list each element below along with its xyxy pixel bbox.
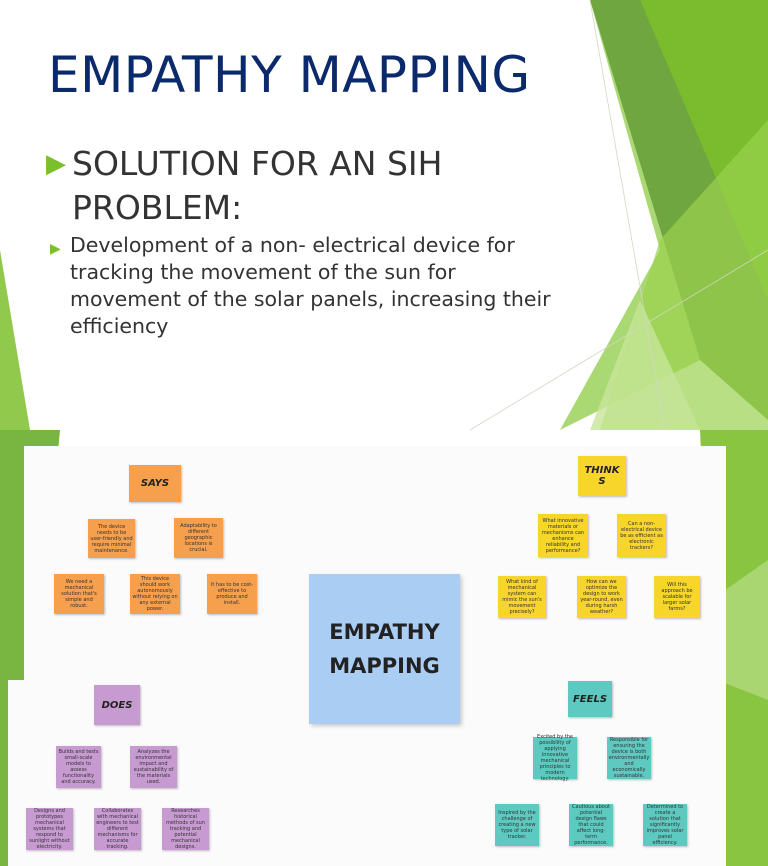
says-note: This device should work autonomously wit… — [130, 574, 180, 614]
slide-title: EMPATHY MAPPING — [48, 46, 531, 104]
thinks-note: What kind of mechanical system can mimic… — [498, 576, 546, 618]
bullet-description: ▶ Development of a non- electrical devic… — [50, 233, 551, 338]
thinks-note: Can a non-electrical device be as effici… — [617, 514, 666, 557]
feels-note: Excited by the possibility of applying i… — [533, 734, 577, 782]
says-note: We need a mechanical solution that's sim… — [54, 574, 104, 614]
feels-note: Determined to create a solution that sig… — [643, 804, 687, 846]
feels-note: Inspired by the challenge of creating a … — [495, 804, 539, 846]
does-header: DOES — [94, 685, 140, 725]
empathy-mapping-center-note: EMPATHY MAPPING — [309, 574, 460, 724]
says-header: SAYS — [129, 465, 181, 502]
feels-note: Responsible for ensuring the device is b… — [607, 737, 651, 779]
feels-header: FEELS — [568, 681, 612, 717]
thinks-note: What innovative materials or mechanisms … — [538, 514, 588, 557]
thinks-note: Will this approach be scalable for large… — [654, 576, 700, 618]
does-note: Collaborates with mechanical engineers t… — [94, 808, 141, 850]
thinks-note: How can we optimize the design to work y… — [577, 576, 626, 618]
does-note: Designs and prototypes mechanical system… — [26, 808, 73, 850]
says-note: It has to be cost-effective to produce a… — [207, 574, 257, 614]
says-note: Adaptability to different geographic loc… — [174, 518, 223, 558]
triangle-right-icon: ▶ — [46, 149, 66, 179]
does-note: Analyzes the environmental impact and su… — [130, 746, 177, 788]
triangle-right-icon: ▶ — [50, 241, 61, 257]
feels-note: Cautious about potential design flaws th… — [569, 804, 613, 846]
thinks-header: THINK S — [578, 456, 626, 496]
does-note: Builds and tests small-scale models to a… — [56, 746, 101, 788]
says-note: The device needs to be user-friendly and… — [88, 519, 135, 558]
does-note: Researches historical methods of sun tra… — [162, 808, 209, 850]
bullet-solution: ▶ SOLUTION FOR AN SIH PROBLEM: — [46, 144, 443, 227]
